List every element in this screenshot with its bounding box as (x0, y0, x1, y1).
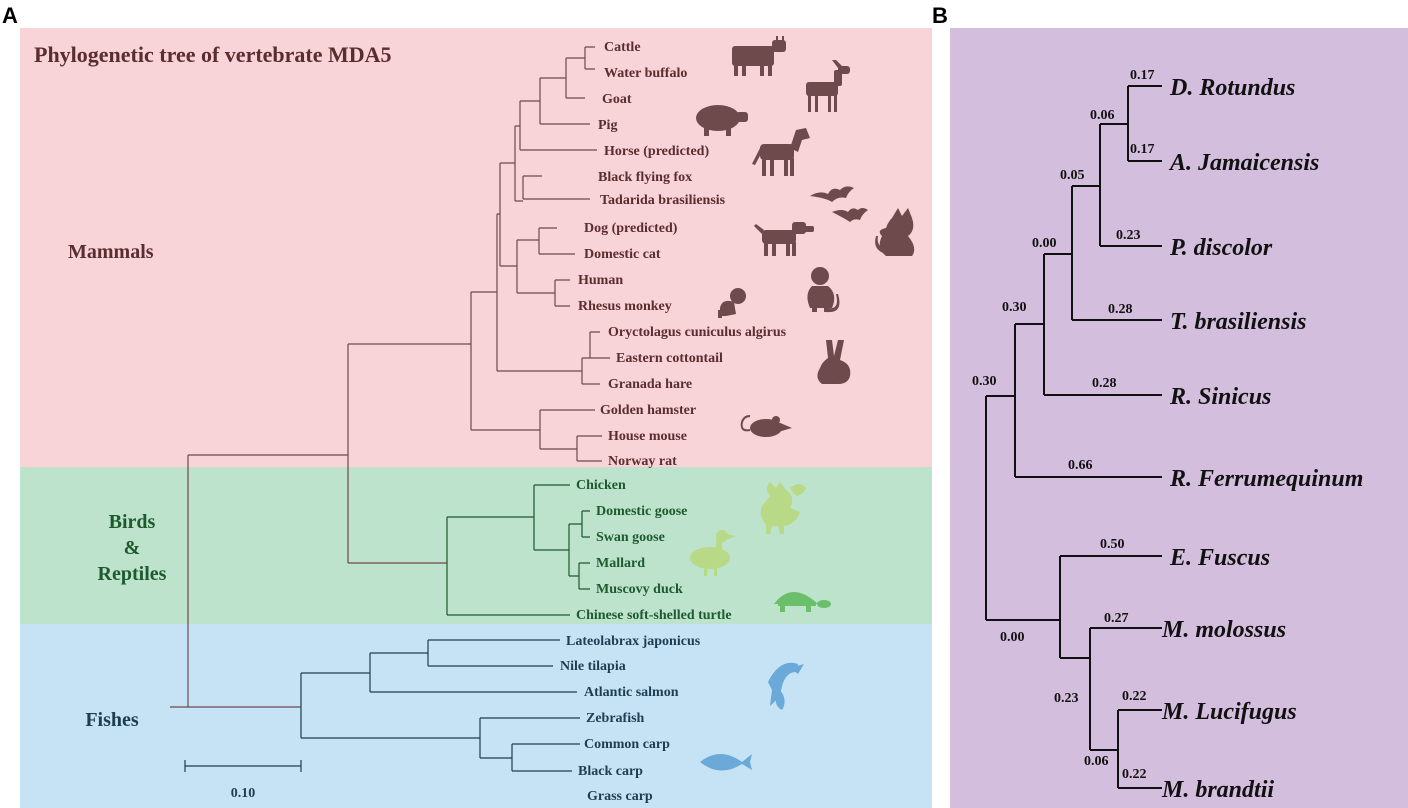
group-label-birds: Birds (109, 511, 156, 533)
taxon-domestic-goose: Domestic goose (596, 504, 687, 519)
species-t-brasiliensis: T. brasiliensis (1170, 309, 1307, 335)
bat-icon (810, 186, 868, 222)
bat-tree-branches (985, 85, 1162, 789)
taxon-domestic-cat: Domestic cat (584, 247, 661, 262)
taxon-golden-hamster: Golden hamster (600, 403, 696, 418)
taxon-human: Human (578, 273, 623, 288)
goat-icon (806, 60, 850, 112)
branch-value-node-dapt: 0.00 (1032, 236, 1057, 251)
species-r-ferrumequinum: R. Ferrumequinum (1169, 466, 1363, 492)
dolphin-icon (768, 662, 804, 710)
taxon-cattle: Cattle (604, 40, 641, 55)
branch-value-m-molossus: 0.27 (1104, 611, 1129, 626)
taxon-norway-rat: Norway rat (608, 454, 677, 469)
panel-label-a: A (2, 3, 18, 28)
branch-value-r-ferrumequinum: 0.66 (1068, 458, 1093, 473)
species-m-lucifugus: M. Lucifugus (1161, 699, 1297, 725)
horse-icon (752, 128, 810, 176)
rooster-icon (760, 482, 806, 534)
turtle-icon (774, 592, 831, 612)
fishes-band (20, 624, 932, 808)
species-p-discolor: P. discolor (1169, 235, 1273, 261)
duck-icon (690, 530, 736, 576)
taxon-swan-goose: Swan goose (596, 530, 665, 545)
taxon-atlantic-salmon: Atlantic salmon (584, 685, 679, 700)
taxon-rhesus: Rhesus monkey (578, 299, 672, 314)
branch-value-node-da: 0.06 (1090, 108, 1115, 123)
cat-icon (875, 208, 915, 256)
taxon-grass-carp: Grass carp (587, 789, 653, 804)
branch-value-r-sinicus: 0.28 (1092, 376, 1117, 391)
taxon-mallard: Mallard (596, 556, 645, 571)
panel-b-background (950, 28, 1408, 808)
taxon-eastern-cottontail: Eastern cottontail (616, 351, 723, 366)
branch-value-m-brandtii: 0.22 (1122, 767, 1147, 782)
taxon-black-flying-fox: Black flying fox (598, 170, 692, 185)
dog-icon (754, 222, 814, 256)
panel-a-tree: Phylogenetic tree of vertebrate MDA5 Mam… (20, 28, 932, 808)
taxon-zebrafish: Zebrafish (586, 711, 645, 726)
taxon-nile-tilapia: Nile tilapia (560, 659, 626, 674)
branch-value-node-myotis-group: 0.23 (1054, 691, 1079, 706)
group-label-ampersand: & (124, 537, 141, 559)
species-r-sinicus: R. Sinicus (1169, 384, 1271, 410)
branch-value-node-dap: 0.05 (1060, 168, 1085, 183)
fish-icon (700, 754, 752, 771)
branch-value-a-jamaicensis: 0.17 (1130, 142, 1155, 157)
taxon-water-buffalo: Water buffalo (604, 66, 687, 81)
taxon-muscovy-duck: Muscovy duck (596, 582, 683, 597)
group-label-fishes: Fishes (85, 709, 139, 731)
mouse-icon (740, 415, 792, 437)
scale-bar-label: 0.10 (231, 786, 256, 801)
species-m-brandtii: M. brandtii (1161, 777, 1274, 803)
species-m-molossus: M. molossus (1161, 617, 1286, 643)
taxon-tadarida: Tadarida brasiliensis (600, 193, 726, 208)
branch-value-e-fuscus: 0.50 (1100, 537, 1125, 552)
branch-value-node-myotis: 0.06 (1084, 754, 1109, 769)
branch-value-m-lucifugus: 0.22 (1122, 689, 1147, 704)
panel-label-b: B (932, 3, 948, 28)
baby-icon (718, 288, 746, 318)
mammals-band (20, 28, 932, 467)
fish-branches (184, 639, 580, 772)
rabbit-icon (817, 340, 851, 384)
branch-value-p-discolor: 0.23 (1116, 228, 1141, 243)
taxon-goat: Goat (602, 92, 632, 107)
species-d-rotundus: D. Rotundus (1169, 75, 1295, 101)
branch-value-t-brasiliensis: 0.28 (1108, 302, 1133, 317)
taxon-pig: Pig (598, 118, 617, 133)
branch-value-root: 0.00 (1000, 630, 1025, 645)
branch-value-node-dapts: 0.30 (1002, 300, 1027, 315)
taxon-oryctolagus: Oryctolagus cuniculus algirus (608, 325, 787, 340)
group-label-mammals: Mammals (68, 241, 154, 263)
monkey-icon (807, 267, 840, 313)
cow-icon (732, 36, 786, 76)
taxon-horse: Horse (predicted) (604, 144, 709, 159)
taxon-turtle: Chinese soft-shelled turtle (576, 608, 732, 623)
branch-value-d-rotundus: 0.17 (1130, 68, 1155, 83)
taxon-dog: Dog (predicted) (584, 221, 678, 236)
tree-title: Phylogenetic tree of vertebrate MDA5 (34, 42, 392, 67)
taxon-common-carp: Common carp (584, 737, 670, 752)
group-label-reptiles: Reptiles (98, 563, 167, 585)
taxon-granada-hare: Granada hare (608, 377, 692, 392)
branch-value-node-rhino: 0.30 (972, 374, 997, 389)
taxon-chicken: Chicken (576, 478, 626, 493)
species-e-fuscus: E. Fuscus (1169, 545, 1270, 571)
bird-branches (446, 484, 590, 616)
panel-b-tree: D. Rotundus A. Jamaicensis P. discolor T… (950, 28, 1408, 808)
pig-icon (696, 105, 748, 136)
species-a-jamaicensis: A. Jamaicensis (1168, 150, 1319, 176)
taxon-lateolabrax: Lateolabrax japonicus (566, 634, 701, 649)
taxon-house-mouse: House mouse (608, 429, 687, 444)
taxon-black-carp: Black carp (578, 764, 643, 779)
mammal-branches (170, 46, 610, 708)
